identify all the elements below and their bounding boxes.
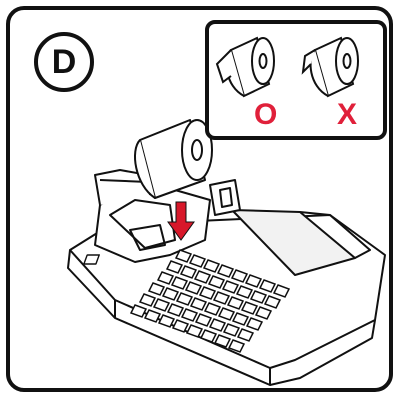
- keypad: [84, 255, 99, 264]
- wrong-mark: X: [337, 100, 357, 130]
- roll-orientation-inset: O X: [205, 20, 387, 140]
- paper-roll-correct-icon: [217, 38, 274, 96]
- correct-mark: O: [254, 100, 277, 130]
- paper-roll-wrong-icon: [303, 38, 358, 96]
